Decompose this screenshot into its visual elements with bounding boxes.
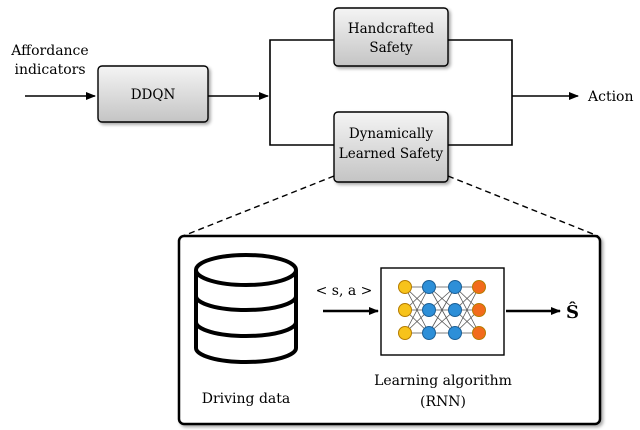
hidden1-node xyxy=(422,303,436,317)
network-edge xyxy=(404,286,430,334)
input-label-line1: Affordance xyxy=(10,43,88,59)
hidden2-node xyxy=(448,303,462,317)
dynamic-safety-label-line1: Dynamically xyxy=(349,126,434,142)
input-node xyxy=(398,326,412,340)
predicted-state-symbol: Ŝ xyxy=(566,300,579,323)
database-label: Driving data xyxy=(202,391,291,407)
network-edge xyxy=(454,286,480,334)
split-to-dynamic-line xyxy=(269,96,334,146)
network-edge xyxy=(428,286,456,334)
zoom-line-right xyxy=(447,175,599,237)
hidden2-node xyxy=(448,280,462,294)
dynamic-safety-block xyxy=(333,111,449,183)
input-node xyxy=(398,303,412,317)
ddqn-label: DDQN xyxy=(131,87,176,103)
handcrafted-safety-block xyxy=(333,7,449,67)
output-node xyxy=(472,280,486,294)
ddqn-block xyxy=(97,65,209,123)
hidden1-node xyxy=(422,280,436,294)
hidden2-node xyxy=(448,326,462,340)
handcrafted-safety-label-line2: Safety xyxy=(369,40,413,56)
dynamic-safety-label-line2: Learned Safety xyxy=(339,146,444,162)
handcrafted-safety-label-line1: Handcrafted xyxy=(348,21,435,37)
dynamic-to-merge-line xyxy=(448,96,513,146)
input-node xyxy=(398,280,412,294)
split-to-handcrafted-line xyxy=(269,39,334,96)
algorithm-label-line2: (RNN) xyxy=(420,394,466,410)
output-node xyxy=(472,326,486,340)
hidden1-node xyxy=(422,326,436,340)
output-label: Action xyxy=(587,89,634,105)
network-nodes xyxy=(398,280,486,340)
zoom-line-left xyxy=(182,175,335,237)
input-label-line2: indicators xyxy=(14,62,85,78)
output-node xyxy=(472,303,486,317)
database-icon xyxy=(194,253,298,364)
handcrafted-to-merge-line xyxy=(448,39,513,96)
state-action-label: < s, a > xyxy=(316,283,373,299)
algorithm-label-line1: Learning algorithm xyxy=(374,373,512,389)
